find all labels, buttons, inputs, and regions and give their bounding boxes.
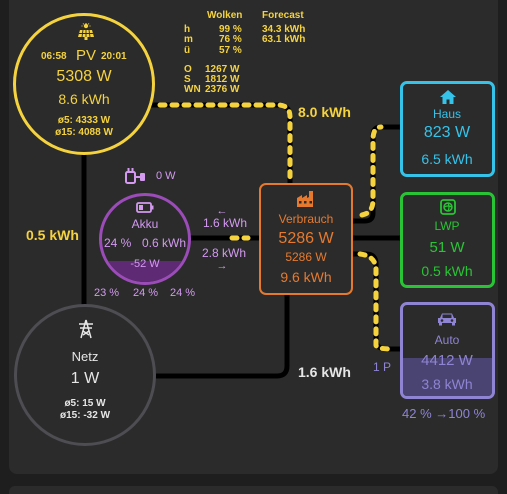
sunset-time: 20:01 bbox=[101, 51, 127, 62]
battery-cell-1: 23 % bbox=[94, 287, 120, 299]
house-node[interactable]: Haus 823 W 6.5 kWh bbox=[400, 81, 495, 177]
grid-power: 1 W bbox=[70, 370, 100, 387]
flow-dash-car bbox=[357, 251, 395, 352]
consumption-energy: 9.6 kWh bbox=[280, 269, 332, 285]
battery-discharge-energy: 2.8 kWh bbox=[201, 246, 247, 260]
car-phases: 1 P bbox=[373, 360, 392, 374]
row-label: h bbox=[184, 24, 191, 35]
battery-discharge-arrow: → bbox=[216, 260, 228, 272]
house-energy: 6.5 kWh bbox=[421, 151, 473, 167]
orientation-value: 1267 W bbox=[205, 64, 240, 75]
plug-icon[interactable] bbox=[125, 166, 147, 186]
grid-avg5: ø5: 15 W bbox=[64, 398, 106, 409]
car-node[interactable]: Auto 4412 W 3.8 kWh bbox=[400, 302, 495, 399]
flow-dash-pv bbox=[157, 102, 293, 183]
house-power: 823 W bbox=[423, 124, 471, 141]
sunrise-time: 06:58 bbox=[41, 51, 67, 62]
orientation-value: 2376 W bbox=[205, 84, 240, 95]
house-label: Haus bbox=[432, 107, 462, 121]
line-consumption-to-house bbox=[348, 124, 404, 224]
next-card-edge bbox=[9, 486, 498, 494]
battery-icon bbox=[136, 202, 154, 213]
battery-cell-3: 24 % bbox=[170, 287, 196, 299]
pv-label: PV bbox=[76, 47, 97, 64]
battery-power: -52 W bbox=[130, 258, 160, 270]
pv-to-consumption-energy: 8.0 kWh bbox=[298, 104, 351, 120]
grid-to-consumption-energy: 1.6 kWh bbox=[298, 364, 351, 380]
consumption-node[interactable]: Verbrauch 5286 W 5286 W 9.6 kWh bbox=[259, 183, 353, 295]
home-icon bbox=[440, 90, 456, 104]
orientation-label: S bbox=[184, 74, 191, 85]
clouds-header: Wolken bbox=[207, 10, 243, 21]
row-label: ü bbox=[184, 45, 191, 56]
heatpump-power: 51 W bbox=[429, 239, 465, 256]
grid-label: Netz bbox=[71, 349, 99, 364]
grid-to-pv-energy: 0.5 kWh bbox=[26, 227, 79, 243]
pv-node[interactable]: 06:58 PV 20:01 5308 W 8.6 kWh ø5: 4333 W… bbox=[13, 13, 155, 155]
car-label: Auto bbox=[434, 333, 460, 347]
car-icon bbox=[438, 313, 456, 326]
forecast-header: Forecast bbox=[262, 10, 304, 21]
pv-avg15: ø15: 4088 W bbox=[55, 127, 113, 138]
car-soc-current: 42 % bbox=[402, 406, 432, 421]
heatpump-energy: 0.5 kWh bbox=[421, 263, 473, 279]
clouds-value: 57 % bbox=[219, 45, 242, 56]
row-label: m bbox=[184, 34, 193, 45]
battery-charge-arrow: ← bbox=[216, 205, 228, 217]
heatpump-node[interactable]: LWP 51 W 0.5 kWh bbox=[400, 192, 495, 288]
orientation-label: O bbox=[184, 64, 192, 75]
battery-soc-fill bbox=[102, 261, 188, 282]
orientation-label: WN bbox=[184, 84, 201, 95]
flow-dash-house bbox=[359, 124, 384, 218]
battery-node[interactable]: Akku 24 % 0.6 kWh -52 W bbox=[99, 193, 191, 285]
grid-node[interactable]: Netz 1 W ø5: 15 W ø15: -32 W bbox=[14, 304, 156, 446]
car-energy: 3.8 kWh bbox=[421, 376, 473, 392]
pv-power: 5308 W bbox=[56, 68, 112, 85]
battery-charge-energy: 1.6 kWh bbox=[202, 216, 248, 230]
pv-energy: 8.6 kWh bbox=[58, 91, 110, 107]
line-grid-to-consumption bbox=[148, 290, 290, 379]
battery-soc: 24 % bbox=[104, 236, 132, 250]
clouds-value: 99 % bbox=[219, 24, 242, 35]
car-soc-target: 100 % bbox=[448, 406, 486, 421]
battery-cell-2: 24 % bbox=[133, 287, 159, 299]
car-soc-range: 42 % →100 % bbox=[402, 406, 485, 421]
arrow-right-icon: → bbox=[435, 406, 449, 421]
factory-icon bbox=[297, 191, 313, 207]
consumption-power: 5286 W bbox=[278, 230, 334, 247]
consumption-label: Verbrauch bbox=[278, 212, 334, 226]
orientation-value: 1812 W bbox=[205, 74, 240, 85]
power-pylon-icon bbox=[79, 319, 93, 339]
weather-table: Wolken Forecast h 99 % 34.3 kWh m 76 % 6… bbox=[180, 11, 320, 96]
battery-label: Akku bbox=[131, 217, 159, 231]
forecast-value: 34.3 kWh bbox=[262, 24, 306, 35]
heat-pump-icon bbox=[440, 199, 456, 215]
pv-avg5: ø5: 4333 W bbox=[57, 115, 111, 126]
plug-power: 0 W bbox=[156, 170, 176, 182]
car-power: 4412 W bbox=[421, 352, 473, 369]
grid-avg15: ø15: -32 W bbox=[59, 410, 111, 421]
forecast-value: 63.1 kWh bbox=[262, 34, 306, 45]
clouds-value: 76 % bbox=[219, 34, 242, 45]
consumption-power-secondary: 5286 W bbox=[285, 250, 327, 264]
solar-panel-icon bbox=[78, 23, 94, 40]
heatpump-label: LWP bbox=[434, 219, 460, 233]
car-soc-fill bbox=[403, 357, 492, 396]
battery-energy: 0.6 kWh bbox=[142, 236, 187, 250]
